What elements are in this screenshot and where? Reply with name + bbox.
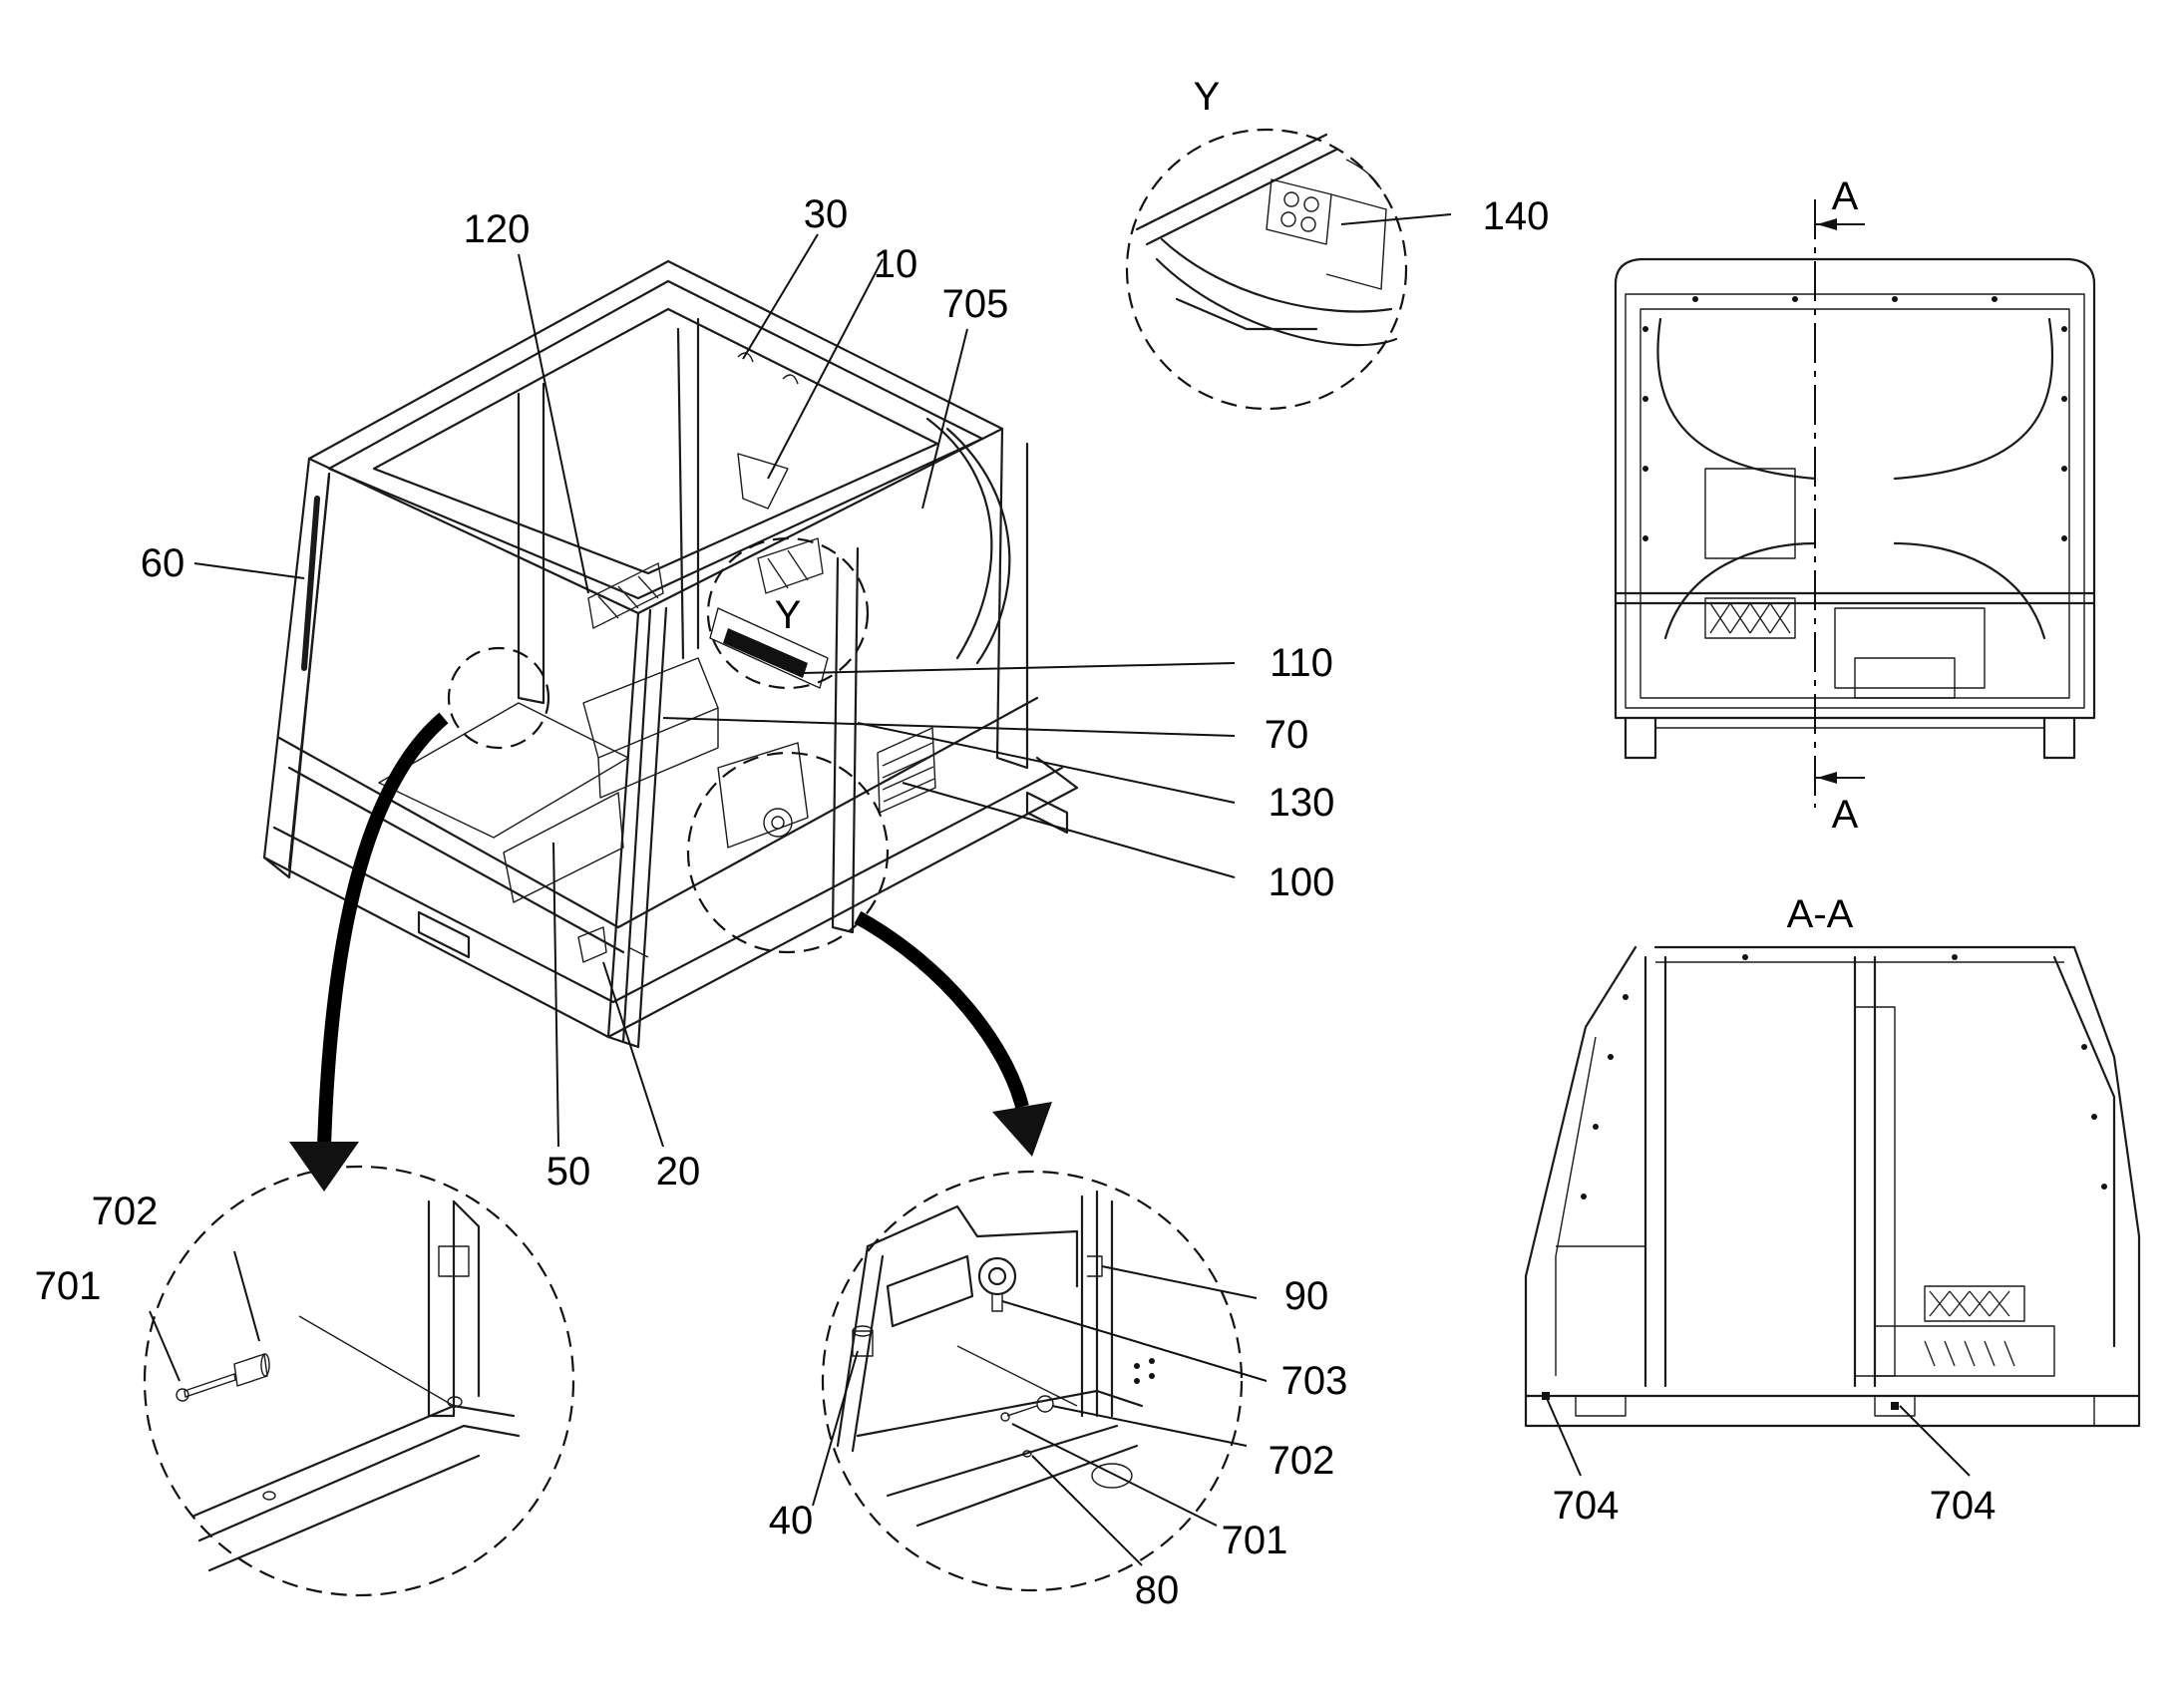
label-60: 60 [141,541,185,585]
section-view-a-a [1524,945,2141,1428]
cab-isometric-view [262,259,1079,1192]
label-701-right: 701 [1222,1519,1288,1562]
detail-y-title: Y [1194,75,1221,119]
label-120: 120 [464,207,531,251]
detail-view-pin-left [143,1165,575,1597]
label-40: 40 [769,1499,814,1542]
detail-y-marker: Y [775,593,802,637]
label-10: 10 [874,242,918,286]
detail-view-y [1125,128,1408,411]
label-100: 100 [1269,860,1335,904]
label-705: 705 [942,282,1009,326]
leader-lines [149,213,1971,1566]
mesh-basket [877,727,936,814]
label-20: 20 [656,1150,701,1194]
section-title: A-A [1787,892,1854,936]
label-90: 90 [1284,1274,1329,1318]
label-140: 140 [1483,194,1550,238]
label-702-left: 702 [92,1190,159,1233]
view-titles: Y Y A-A A A [775,75,1859,936]
label-30: 30 [804,192,849,236]
label-130: 130 [1269,781,1335,825]
label-704-right: 704 [1930,1484,1997,1528]
label-70: 70 [1265,713,1309,757]
label-701-left: 701 [35,1264,102,1308]
label-702-right: 702 [1269,1439,1335,1483]
front-view [1614,199,2096,808]
reference-numerals: 120 30 10 705 60 110 70 130 100 50 20 14… [35,192,1997,1612]
label-80: 80 [1135,1568,1180,1612]
section-mark-bottom: A [1832,793,1859,837]
label-704-left: 704 [1553,1484,1620,1528]
detail-view-mount-right [821,1170,1244,1592]
label-110: 110 [1270,641,1333,685]
label-50: 50 [546,1150,591,1194]
label-703: 703 [1281,1359,1348,1403]
section-mark-top: A [1832,174,1859,218]
